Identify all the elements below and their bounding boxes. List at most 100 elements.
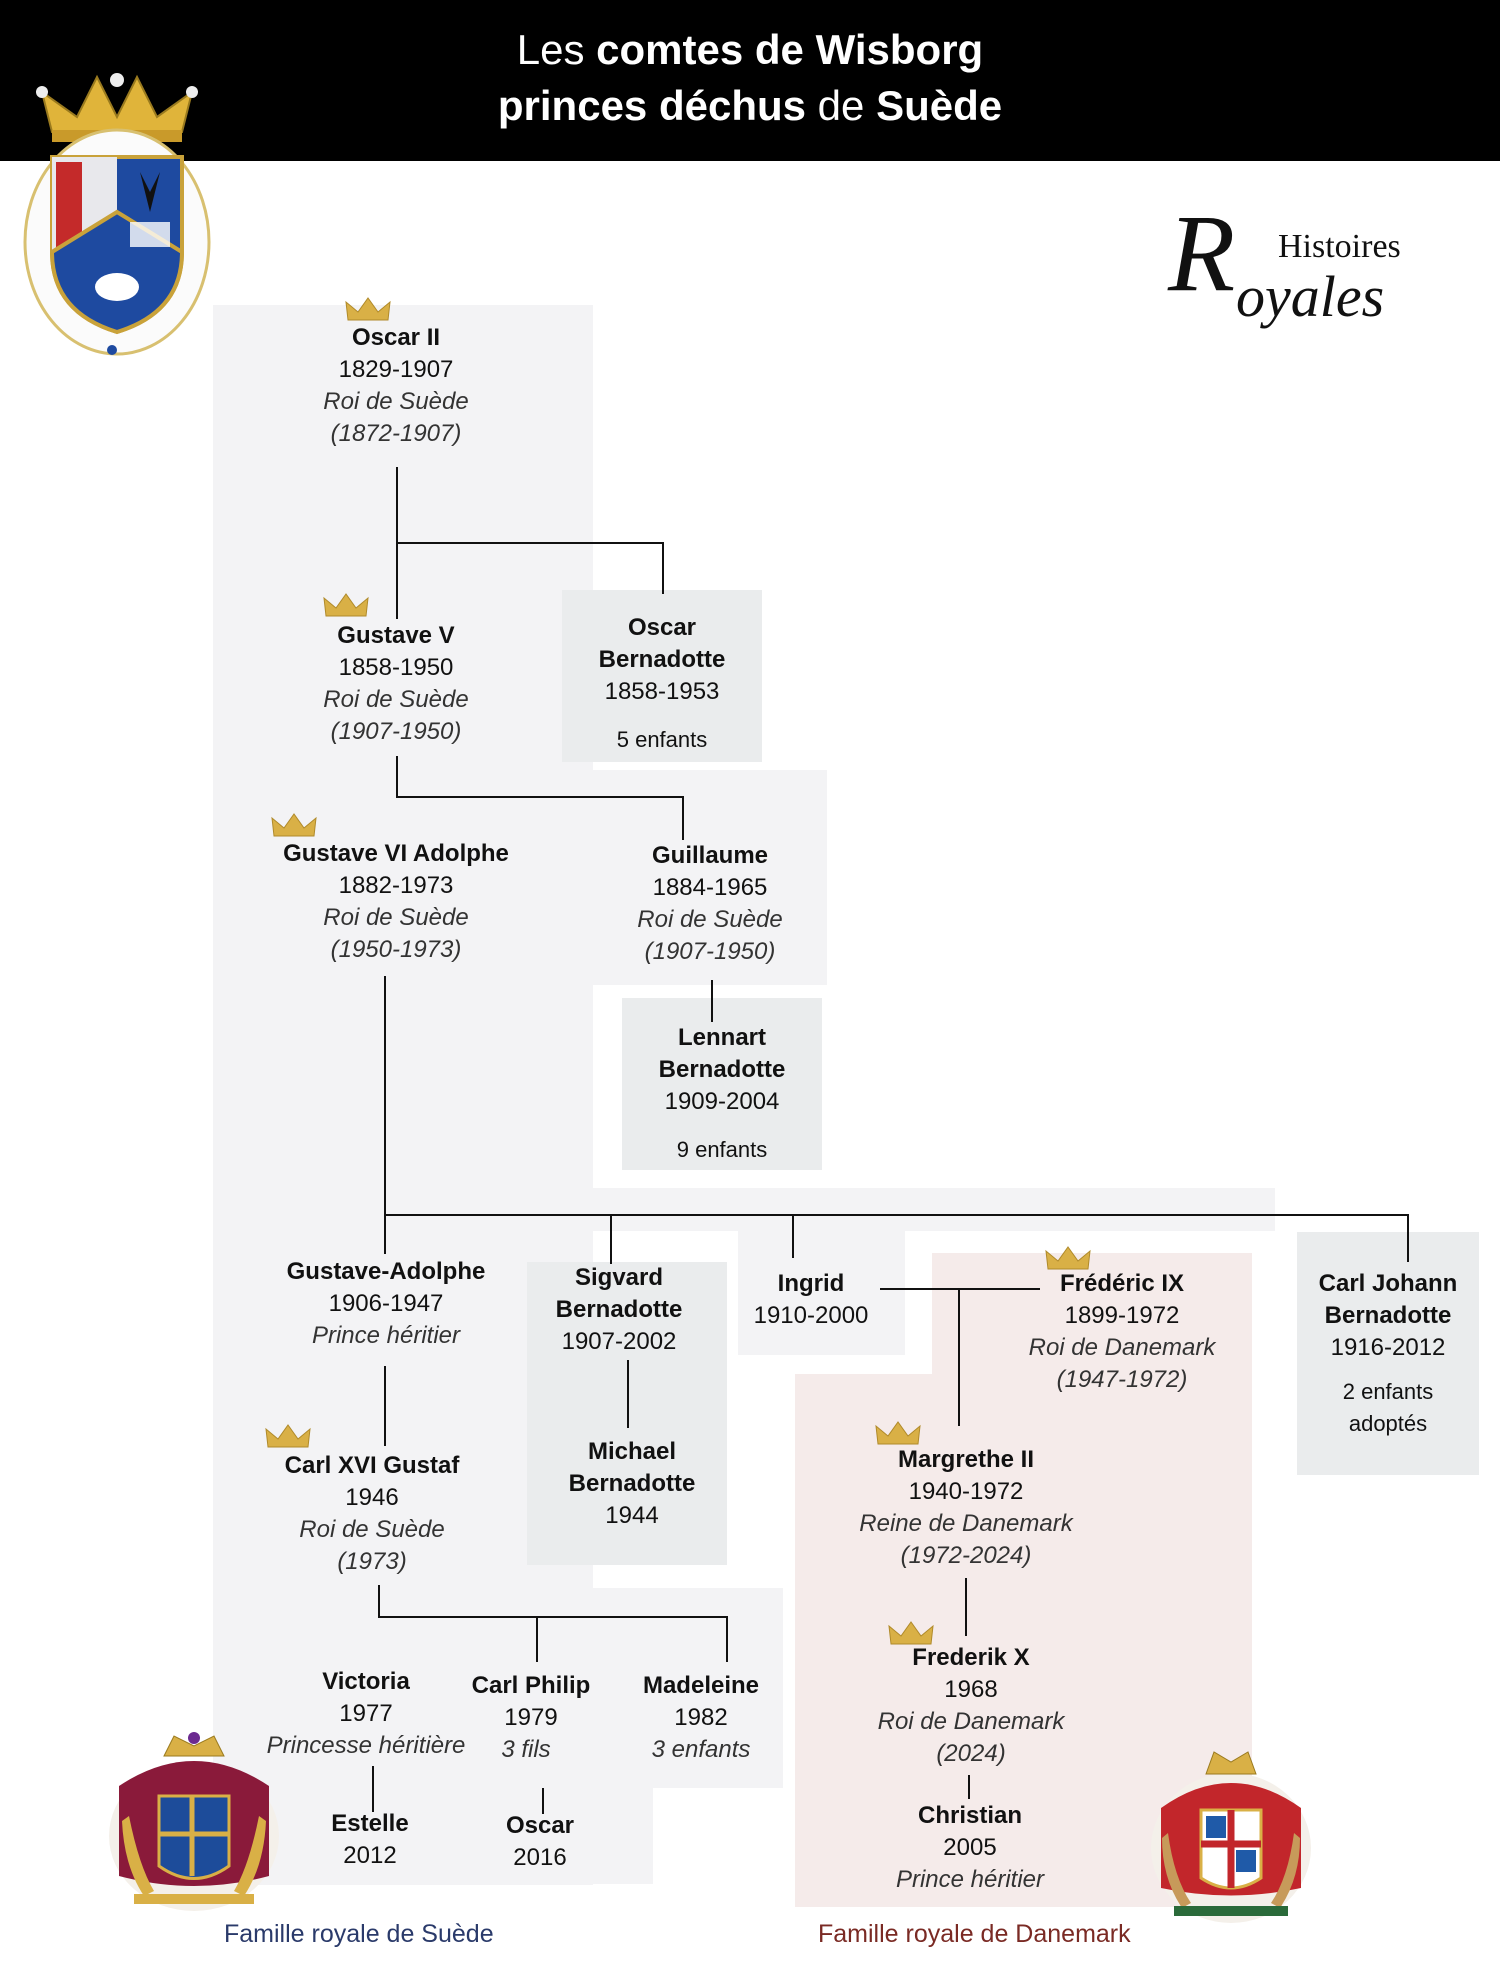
person-title: Prince héritier: [895, 1866, 1045, 1893]
person-madeleine: Madeleine 1982 3 enfants: [626, 1670, 776, 1766]
person-frederic-ix: Frédéric IX 1899-1972 Roi de Danemark (1…: [1010, 1268, 1234, 1396]
connector-line: [384, 1214, 1409, 1216]
title-bold-part: princes déchus: [497, 82, 806, 129]
connector-line: [610, 1214, 612, 1264]
person-years: 1906-1947: [328, 1290, 444, 1317]
histoires-royales-logo: R Histoires oyales: [1168, 198, 1428, 329]
person-years: 1968: [944, 1676, 998, 1703]
sweden-panel-guillaume: [505, 770, 827, 985]
person-title: Roi de Suède: [637, 906, 783, 933]
crown-icon: [323, 593, 369, 617]
connector-line: [958, 1288, 960, 1426]
crown-icon: [345, 297, 391, 321]
person-sigvard-bernadotte: Sigvard Bernadotte 1907-2002: [527, 1262, 711, 1358]
person-note: 9 enfants: [676, 1137, 768, 1162]
person-name: Oscar II: [351, 324, 441, 351]
person-name: Lennart: [677, 1024, 766, 1051]
person-name: Carl XVI Gustaf: [284, 1452, 460, 1479]
person-margrethe-ii: Margrethe II 1940-1972 Reine de Danemark…: [836, 1444, 1096, 1572]
person-years: 1858-1953: [604, 678, 720, 705]
person-title: Roi de Suède: [323, 686, 469, 713]
crown-icon: [875, 1421, 921, 1445]
title-line-1: Les comtes de Wisborg: [0, 26, 1500, 74]
connector-line: [384, 1366, 386, 1446]
person-title: Roi de Danemark: [1028, 1334, 1216, 1361]
person-reign: (1907-1950): [644, 938, 776, 965]
person-years: 1916-2012: [1330, 1334, 1446, 1361]
person-michael-bernadotte: Michael Bernadotte 1944: [540, 1436, 724, 1532]
title-line-2: princes déchus de Suède: [0, 82, 1500, 130]
person-estelle: Estelle 2012: [310, 1808, 430, 1872]
person-years: 1899-1972: [1064, 1302, 1180, 1329]
logo-initial: R: [1168, 192, 1236, 314]
person-name: Frédéric IX: [1059, 1270, 1185, 1297]
person-years: 1940-1972: [908, 1478, 1024, 1505]
person-name: Frederik X: [912, 1644, 1030, 1671]
connector-line: [627, 1360, 629, 1428]
person-name: Bernadotte: [555, 1296, 683, 1323]
oscar-bernadotte-panel: [562, 590, 762, 762]
denmark-panel-upper: [932, 1253, 1252, 1379]
person-years: 2005: [943, 1834, 997, 1861]
person-reign: (1907-1950): [330, 718, 462, 745]
person-name: Bernadotte: [1324, 1302, 1452, 1329]
connector-line: [662, 542, 664, 594]
person-name: Christian: [917, 1802, 1022, 1829]
logo-top-text: Histoires: [1278, 228, 1401, 265]
person-ingrid: Ingrid 1910-2000: [736, 1268, 886, 1332]
person-oscar-ii: Oscar II 1829-1907 Roi de Suède (1872-19…: [276, 322, 516, 450]
crown-icon: [888, 1621, 934, 1645]
connector-line: [726, 1616, 728, 1662]
person-years: 1977: [339, 1700, 393, 1727]
person-years: 2016: [513, 1844, 567, 1871]
person-note: 2 enfants: [1342, 1379, 1434, 1404]
title-part: de: [806, 82, 877, 129]
person-years: 1944: [605, 1502, 659, 1529]
person-frederik-x: Frederik X 1968 Roi de Danemark (2024): [846, 1642, 1096, 1770]
coat-of-arms-sweden: [109, 1732, 279, 1911]
person-reign: (1872-1907): [330, 420, 462, 447]
crown-icon: [265, 1424, 311, 1448]
ingrid-panel: [738, 1231, 905, 1355]
person-title: Roi de Danemark: [877, 1708, 1065, 1735]
sweden-panel-horizontal: [505, 1188, 1275, 1231]
lennart-bernadotte-panel: [622, 998, 822, 1170]
sweden-panel-bottom: [505, 1788, 653, 1884]
person-carl-xvi-gustaf: Carl XVI Gustaf 1946 Roi de Suède (1973): [252, 1450, 492, 1578]
person-oscar-bernadotte: Oscar Bernadotte 1858-1953 5 enfants: [562, 612, 762, 756]
person-carl-philip: Carl Philip 1979 3 fils: [456, 1670, 606, 1766]
connector-line: [711, 980, 713, 1022]
person-years: 1829-1907: [338, 356, 454, 383]
person-name: Victoria: [322, 1668, 410, 1695]
coat-of-arms-denmark: [1151, 1751, 1311, 1923]
person-guillaume: Guillaume 1884-1965 Roi de Suède (1907-1…: [600, 840, 820, 968]
connector-line: [396, 796, 684, 798]
connector-line: [378, 1616, 728, 1618]
header-banner: Les comtes de Wisborg princes déchus de …: [0, 0, 1500, 161]
person-years: 1909-2004: [664, 1088, 780, 1115]
connector-line: [378, 1585, 380, 1617]
person-title: Princesse héritière: [266, 1732, 466, 1759]
sweden-panel-lower: [505, 1588, 783, 1788]
person-name: Gustave-Adolphe: [286, 1258, 486, 1285]
caption-sweden: Famille royale de Suède: [224, 1920, 494, 1948]
person-note: adoptés: [1348, 1411, 1428, 1436]
person-lennart-bernadotte: Lennart Bernadotte 1909-2004 9 enfants: [622, 1022, 822, 1166]
person-name: Bernadotte: [568, 1470, 696, 1497]
carl-johann-panel: [1297, 1232, 1479, 1475]
person-name: Margrethe II: [897, 1446, 1035, 1473]
person-years: 1982: [674, 1704, 728, 1731]
person-title: Roi de Suède: [323, 388, 469, 415]
connector-line: [968, 1775, 970, 1799]
person-name: Gustave V: [337, 622, 455, 649]
person-victoria: Victoria 1977 Princesse héritière: [246, 1666, 486, 1762]
person-gustave-vi-adolphe: Gustave VI Adolphe 1882-1973 Roi de Suèd…: [256, 838, 536, 966]
person-carl-johann-bernadotte: Carl Johann Bernadotte 1916-2012 2 enfan…: [1300, 1268, 1476, 1440]
connector-line: [396, 756, 398, 796]
title-bold-part: Suède: [876, 82, 1003, 129]
person-gustave-v: Gustave V 1858-1950 Roi de Suède (1907-1…: [276, 620, 516, 748]
connector-line: [682, 796, 684, 840]
person-name: Guillaume: [651, 842, 769, 869]
connector-line: [372, 1766, 374, 1812]
person-name: Oscar: [505, 1812, 575, 1839]
